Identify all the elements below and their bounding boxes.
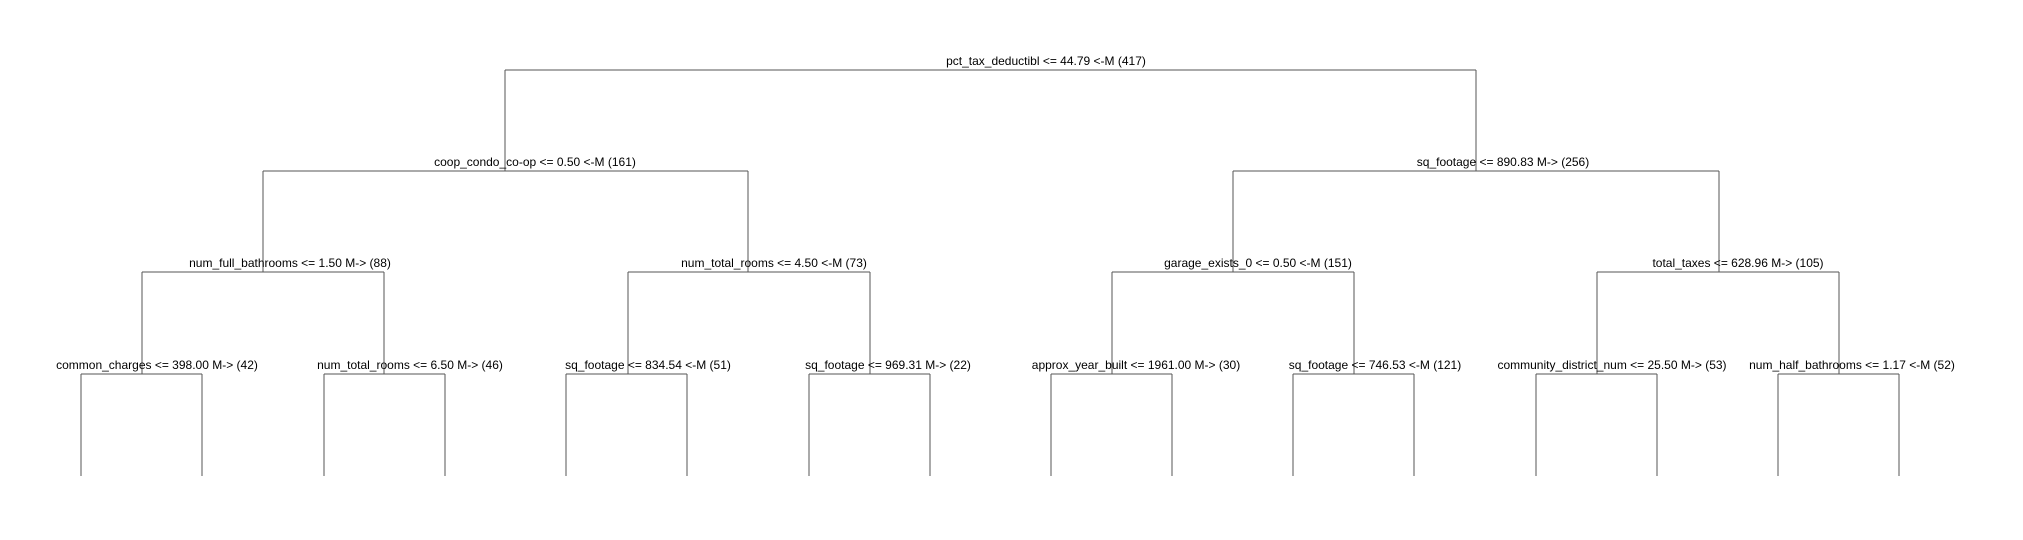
- node-label-n11: approx_year_built <= 1961.00 M-> (30): [1032, 358, 1240, 372]
- node-label-n0: pct_tax_deductibl <= 44.79 <-M (417): [946, 54, 1146, 68]
- node-label-n5: garage_exists_0 <= 0.50 <-M (151): [1164, 256, 1352, 270]
- node-label-n12: sq_footage <= 746.53 <-M (121): [1289, 358, 1461, 372]
- node-label-n8: num_total_rooms <= 6.50 M-> (46): [317, 358, 503, 372]
- node-label-n13: community_district_num <= 25.50 M-> (53): [1497, 358, 1726, 372]
- node-label-n3: num_full_bathrooms <= 1.50 M-> (88): [189, 256, 391, 270]
- node-label-n6: total_taxes <= 628.96 M-> (105): [1652, 256, 1823, 270]
- node-label-n1: coop_condo_co-op <= 0.50 <-M (161): [434, 155, 636, 169]
- node-label-n2: sq_footage <= 890.83 M-> (256): [1417, 155, 1589, 169]
- node-label-n7: common_charges <= 398.00 M-> (42): [56, 358, 258, 372]
- node-label-n9: sq_footage <= 834.54 <-M (51): [565, 358, 731, 372]
- node-label-n4: num_total_rooms <= 4.50 <-M (73): [681, 256, 867, 270]
- node-label-n10: sq_footage <= 969.31 M-> (22): [805, 358, 971, 372]
- node-label-n14: num_half_bathrooms <= 1.17 <-M (52): [1749, 358, 1955, 372]
